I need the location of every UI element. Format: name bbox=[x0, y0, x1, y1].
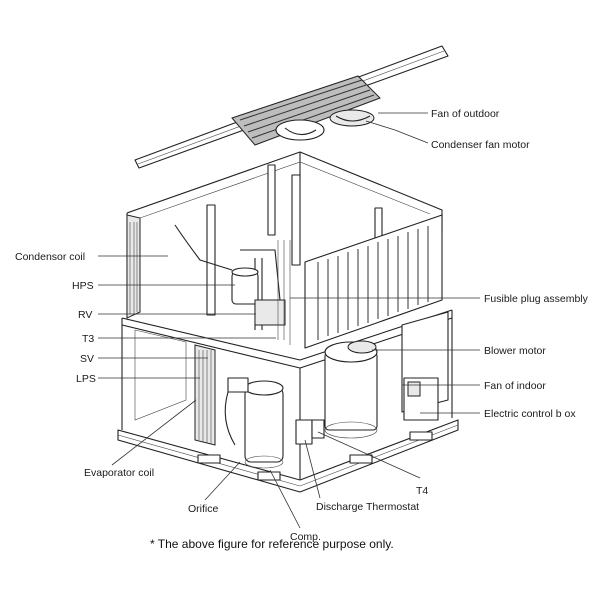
label-discharge-thermostat: Discharge Thermostat bbox=[316, 501, 419, 513]
label-fusible-plug: Fusible plug assembly bbox=[484, 293, 589, 305]
label-lps: LPS bbox=[76, 373, 96, 385]
top-cover bbox=[134, 45, 449, 169]
cabinet bbox=[117, 151, 459, 493]
label-electric-box: Electric control b ox bbox=[484, 408, 576, 420]
reference-note: * The above figure for reference purpose… bbox=[150, 537, 394, 551]
label-rv: RV bbox=[78, 309, 92, 321]
label-t3: T3 bbox=[82, 333, 94, 345]
label-comp: Comp. bbox=[290, 531, 321, 543]
label-orifice: Orifice bbox=[188, 503, 218, 515]
label-condenser-fan-motor: Condenser fan motor bbox=[431, 139, 530, 151]
label-t4: T4 bbox=[416, 485, 428, 497]
internal-components bbox=[174, 224, 439, 469]
label-sv: SV bbox=[80, 353, 94, 365]
label-fan-outdoor: Fan of outdoor bbox=[431, 108, 500, 120]
label-condensor-coil: Condensor coil bbox=[15, 251, 85, 263]
label-evaporator-coil: Evaporator coil bbox=[84, 467, 154, 479]
leader-lines bbox=[98, 112, 480, 529]
callout-labels: Fan of outdoor Condenser fan motor Conde… bbox=[15, 108, 589, 543]
label-fan-indoor: Fan of indoor bbox=[484, 380, 546, 392]
label-blower-motor: Blower motor bbox=[484, 345, 546, 357]
label-hps: HPS bbox=[72, 280, 94, 292]
